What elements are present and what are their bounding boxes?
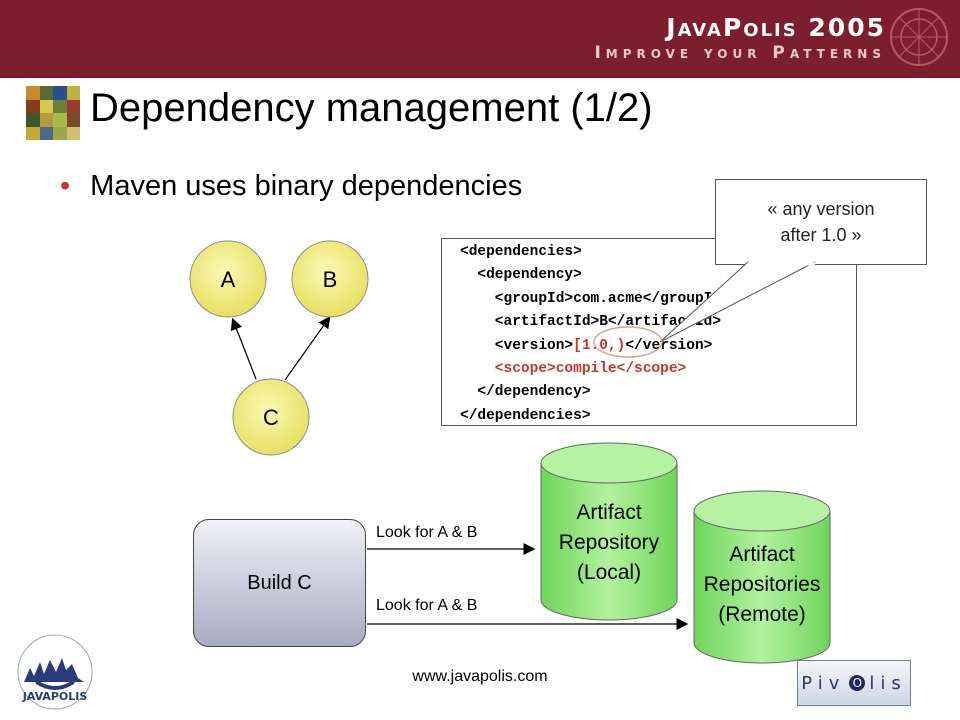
footer-url: www.javapolis.com	[412, 668, 548, 685]
slide-title: Dependency management (1/2)	[90, 86, 653, 130]
code-line: <dependency>	[460, 267, 582, 284]
local-repository-label: Artifact Repository (Local)	[541, 498, 677, 588]
code-line: </dependencies>	[460, 407, 591, 424]
remote-repository-label: Artifact Repositories (Remote)	[690, 540, 834, 630]
node-c: C	[232, 378, 310, 456]
code-line: <dependencies>	[460, 244, 582, 260]
local-repo-line-3: (Local)	[576, 561, 642, 584]
bullet-text: Maven uses binary dependencies	[90, 170, 523, 202]
version-highlight-ring	[593, 326, 663, 358]
code-line: <groupId>com.acme</groupId>	[460, 290, 730, 307]
node-c-label: C	[263, 405, 279, 430]
code-line: </dependency>	[460, 384, 591, 401]
bullet-dot: •	[60, 170, 71, 202]
local-repo-line-2: Repository	[558, 531, 660, 554]
code-line: </version>	[625, 337, 713, 354]
remote-repo-line-3: (Remote)	[718, 603, 806, 626]
look-local-label: Look for A & B	[376, 524, 478, 541]
node-b: B	[291, 240, 369, 318]
node-a: A	[189, 240, 267, 318]
build-c-box: Build C	[193, 519, 366, 647]
code-line: <version>	[460, 337, 574, 354]
local-repository-cylinder	[540, 442, 678, 621]
local-repo-line-1: Artifact	[576, 501, 642, 524]
callout-line-1: « any version	[767, 199, 875, 219]
remote-repo-line-2: Repositories	[703, 573, 821, 596]
edge-c-to-a	[230, 317, 257, 380]
brand-text: JavaPolis 2005 Improve your Patterns	[594, 14, 886, 64]
emblem-icon	[890, 8, 948, 66]
node-a-label: A	[221, 267, 236, 292]
version-callout: « any version after 1.0 »	[715, 179, 927, 265]
brand-subtitle: Improve your Patterns	[594, 43, 886, 63]
callout-line-2: after 1.0 »	[780, 225, 862, 245]
remote-repo-line-1: Artifact	[729, 543, 795, 566]
remote-repository-cylinder	[693, 490, 831, 664]
edge-c-to-b	[284, 316, 331, 381]
bullet-item: • Maven uses binary dependencies	[60, 170, 522, 203]
javapolis-logo-text: JAVAPOLIS	[22, 690, 88, 703]
javapolis-logo: JAVAPOLIS	[17, 634, 93, 710]
title-mosaic-icon	[26, 86, 80, 140]
code-line: <artifactId>B</artifactId>	[460, 314, 722, 331]
node-b-label: B	[323, 267, 338, 292]
build-c-label: Build C	[247, 571, 312, 594]
look-remote-label: Look for A & B	[376, 597, 478, 614]
version-range: [1.0,)	[573, 337, 626, 354]
scope-line: <scope>compile</scope>	[460, 361, 687, 378]
brand-title: JavaPolis 2005	[666, 13, 886, 42]
header-banner: JavaPolis 2005 Improve your Patterns	[0, 0, 960, 78]
callout-pointer	[659, 261, 816, 343]
